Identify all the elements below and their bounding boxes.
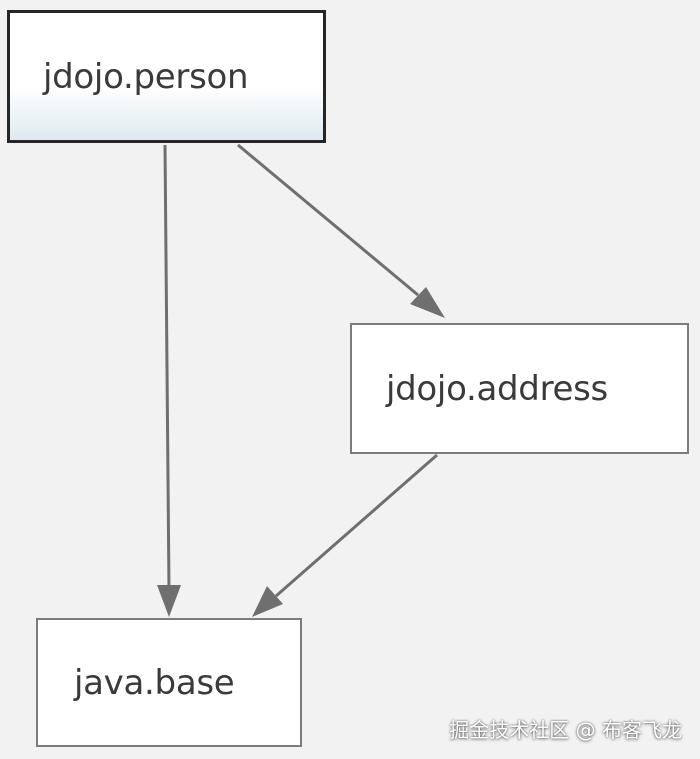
module-node-label: jdojo.address bbox=[386, 368, 608, 409]
module-node-label: jdojo.person bbox=[43, 56, 249, 97]
module-node-label: java.base bbox=[74, 662, 235, 703]
edge-address-to-base-arrowhead bbox=[252, 586, 283, 617]
module-node-jdojo-address[interactable]: jdojo.address bbox=[350, 323, 689, 454]
edge-person-to-address-arrowhead bbox=[410, 287, 445, 318]
module-node-java-base[interactable]: java.base bbox=[36, 618, 302, 747]
module-node-jdojo-person[interactable]: jdojo.person bbox=[7, 10, 326, 143]
edge-person-to-base bbox=[157, 144, 181, 617]
edge-person-to-base-arrowhead bbox=[157, 585, 181, 617]
edge-person-to-address bbox=[237, 143, 445, 318]
watermark-text: 掘金技术社区 @ 布客飞龙 bbox=[449, 718, 682, 742]
edge-address-to-base bbox=[252, 453, 438, 617]
